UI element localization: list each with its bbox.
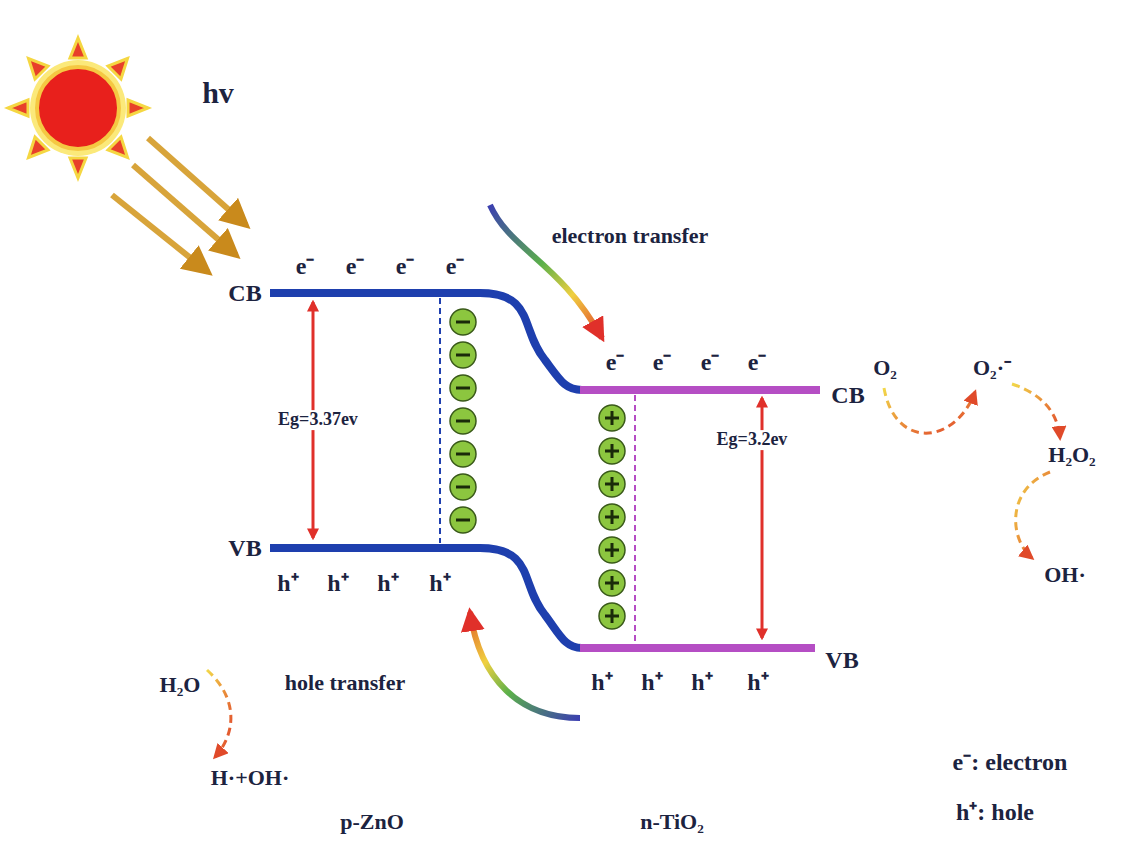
diagram-label: Eg=3.37ev [275,410,361,430]
diagram-label: CB [831,382,864,408]
diagram-label: e⁻ [606,349,625,375]
sun [8,38,148,178]
band-gap-arrows [313,302,762,638]
positive-charges [599,405,625,629]
diagram-label: h⁺: hole [956,799,1034,825]
depletion-edge [439,298,441,543]
diagram-label: h⁺ [377,570,398,596]
reaction-arrows [207,384,1060,757]
diagram-label: e⁻ [653,349,672,375]
diagram-label: p-ZnO [340,810,404,834]
energy-bands [270,293,820,648]
diagram-label: e⁻: electron [953,749,1068,775]
diagram-label: h⁺ [591,669,612,695]
diagram-label: h⁺ [429,570,450,596]
diagram-label: O₂·⁻ [973,356,1011,380]
diagram-label: H₂O [160,673,201,697]
diagram-label: Eg=3.2ev [714,430,791,450]
diagram-label: O₂ [873,356,897,380]
diagram-label: OH· [1044,563,1086,587]
diagram-label: h⁺ [641,669,662,695]
diagram-label: h⁺ [747,669,768,695]
diagram-label: h⁺ [691,669,712,695]
diagram-label: VB [825,647,858,673]
diagram-label: e⁻ [346,253,365,279]
hole-transfer-arrow [470,612,580,718]
diagram-label: e⁻ [748,349,767,375]
diagram-label: h⁺ [327,570,348,596]
diagram-label: h⁺ [277,570,298,596]
diagram-label: VB [228,535,261,561]
diagram-label: hv [202,76,234,109]
negative-charges [450,309,476,533]
light-arrows [112,138,246,272]
diagram-label: H·+OH· [211,766,290,790]
diagram-label: H₂O₂ [1048,443,1095,467]
diagram-label: e⁻ [296,253,315,279]
diagram-label: CB [228,280,261,306]
depletion-edge [634,395,636,643]
diagram-label: electron transfer [552,224,709,248]
diagram-label: hole transfer [285,671,405,695]
diagram-label: n-TiO₂ [640,810,704,834]
diagram-label: e⁻ [446,253,465,279]
diagram-label: e⁻ [396,253,415,279]
diagram-label: e⁻ [701,349,720,375]
